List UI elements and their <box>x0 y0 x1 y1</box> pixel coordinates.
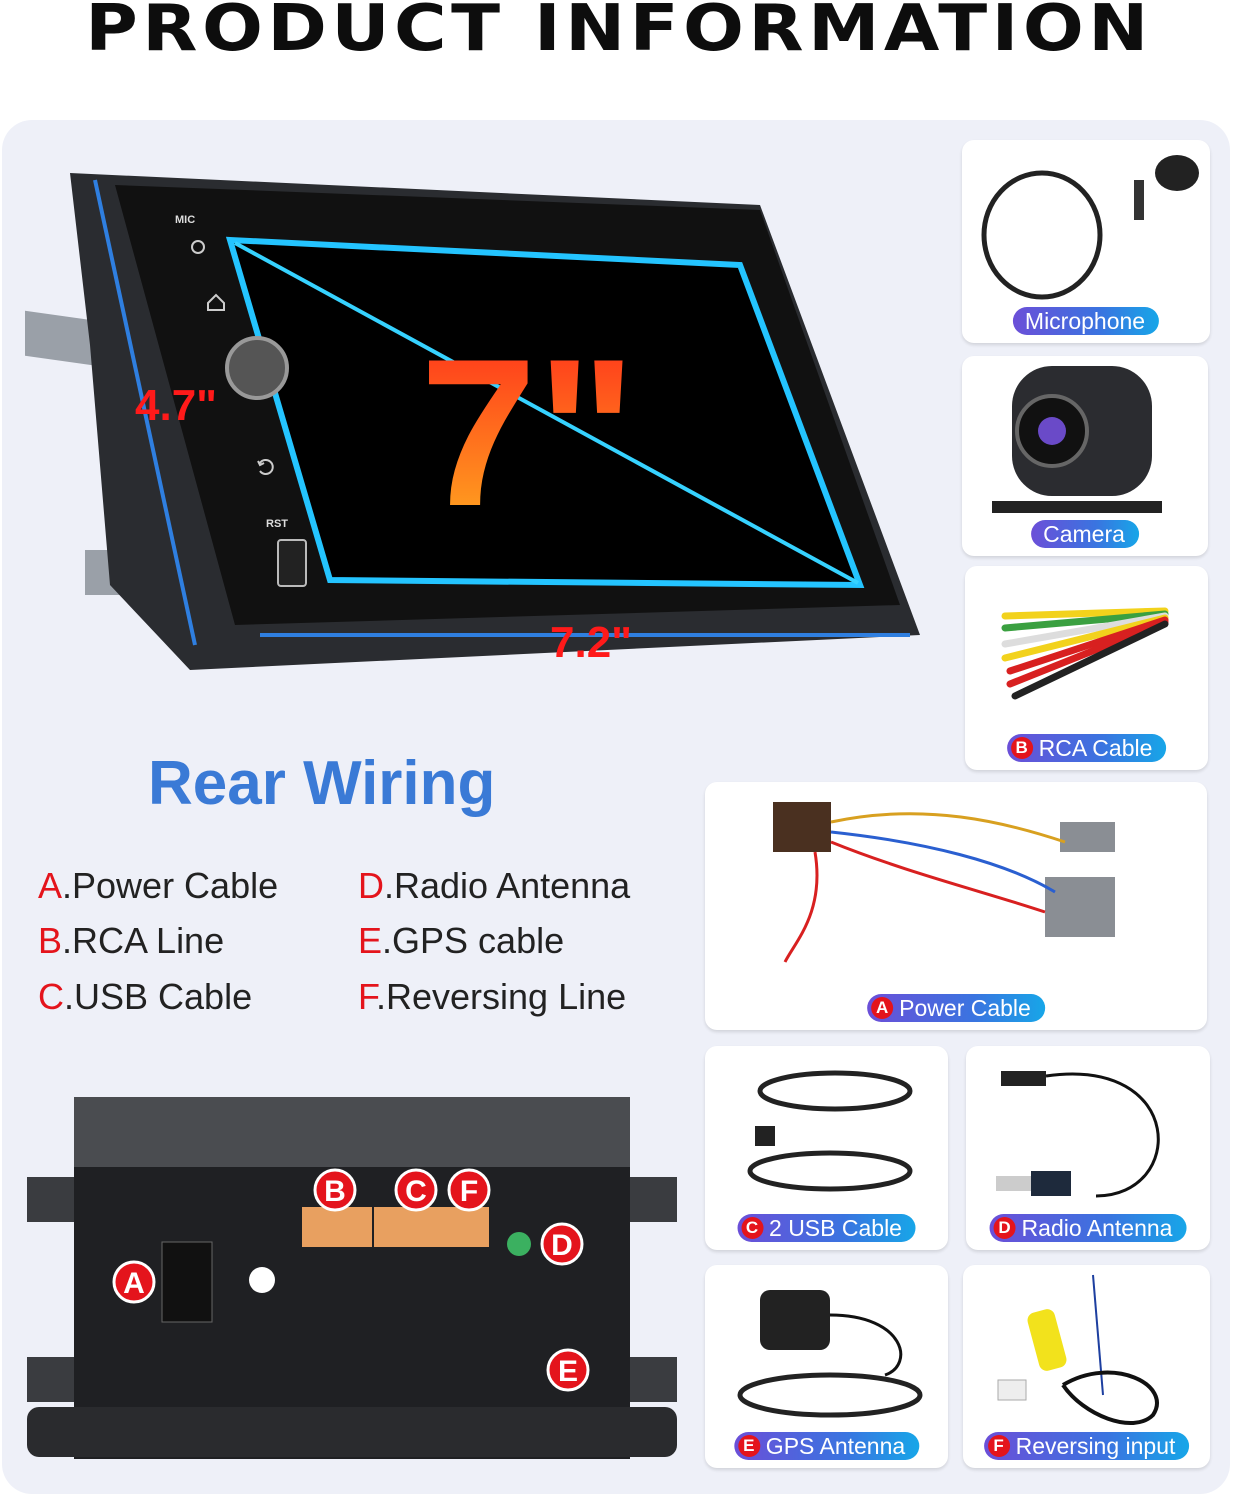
marker-a: A <box>123 1267 145 1300</box>
accessory-label: Camera <box>1031 520 1139 548</box>
screen-size-label: 7" <box>420 315 636 550</box>
marker-f: F <box>460 1175 478 1208</box>
power-cable-icon <box>773 802 1115 963</box>
marker-d: D <box>551 1229 573 1262</box>
reversing-cable-icon <box>997 1274 1159 1426</box>
marker-e: E <box>558 1355 578 1388</box>
mic-label: MIC <box>175 214 195 226</box>
accessory-card-camera: Camera <box>962 356 1208 556</box>
radio-antenna-icon <box>996 1071 1160 1198</box>
legend-item-f: F.Reversing Line <box>358 976 627 1017</box>
rear-view-illustration: A B C F D E <box>27 1097 677 1459</box>
back-icon <box>257 459 274 475</box>
height-dimension: 4.7" <box>135 381 217 430</box>
page-title: PRODUCT INFORMATION <box>85 0 1153 66</box>
marker-b: B <box>324 1175 346 1208</box>
home-icon <box>207 293 225 311</box>
legend-item-b: B.RCA Line <box>38 920 225 961</box>
rca-cable-icon <box>1001 607 1169 700</box>
marker-c: C <box>405 1175 427 1208</box>
gps-antenna-icon <box>737 1290 923 1418</box>
usb-port <box>277 539 307 587</box>
rear-wiring-title: Rear Wiring <box>148 749 496 818</box>
power-icon <box>191 240 205 254</box>
head-unit-illustration: 7" MIC RST 4.7" 7.2" <box>25 173 920 670</box>
usb-cable-icon <box>747 1070 913 1192</box>
microphone-icon <box>981 155 1199 300</box>
camera-icon <box>992 366 1162 513</box>
legend-item-e: E.GPS cable <box>358 920 565 961</box>
accessory-label: Microphone <box>1012 307 1160 335</box>
volume-knob <box>225 336 289 400</box>
rst-label: RST <box>266 518 288 530</box>
accessory-card-microphone: Microphone <box>962 140 1210 343</box>
legend-item-d: D.Radio Antenna <box>358 865 631 906</box>
legend-item-a: A.Power Cable <box>38 865 279 906</box>
width-dimension: 7.2" <box>550 618 632 667</box>
legend-item-c: C.USB Cable <box>38 976 253 1017</box>
